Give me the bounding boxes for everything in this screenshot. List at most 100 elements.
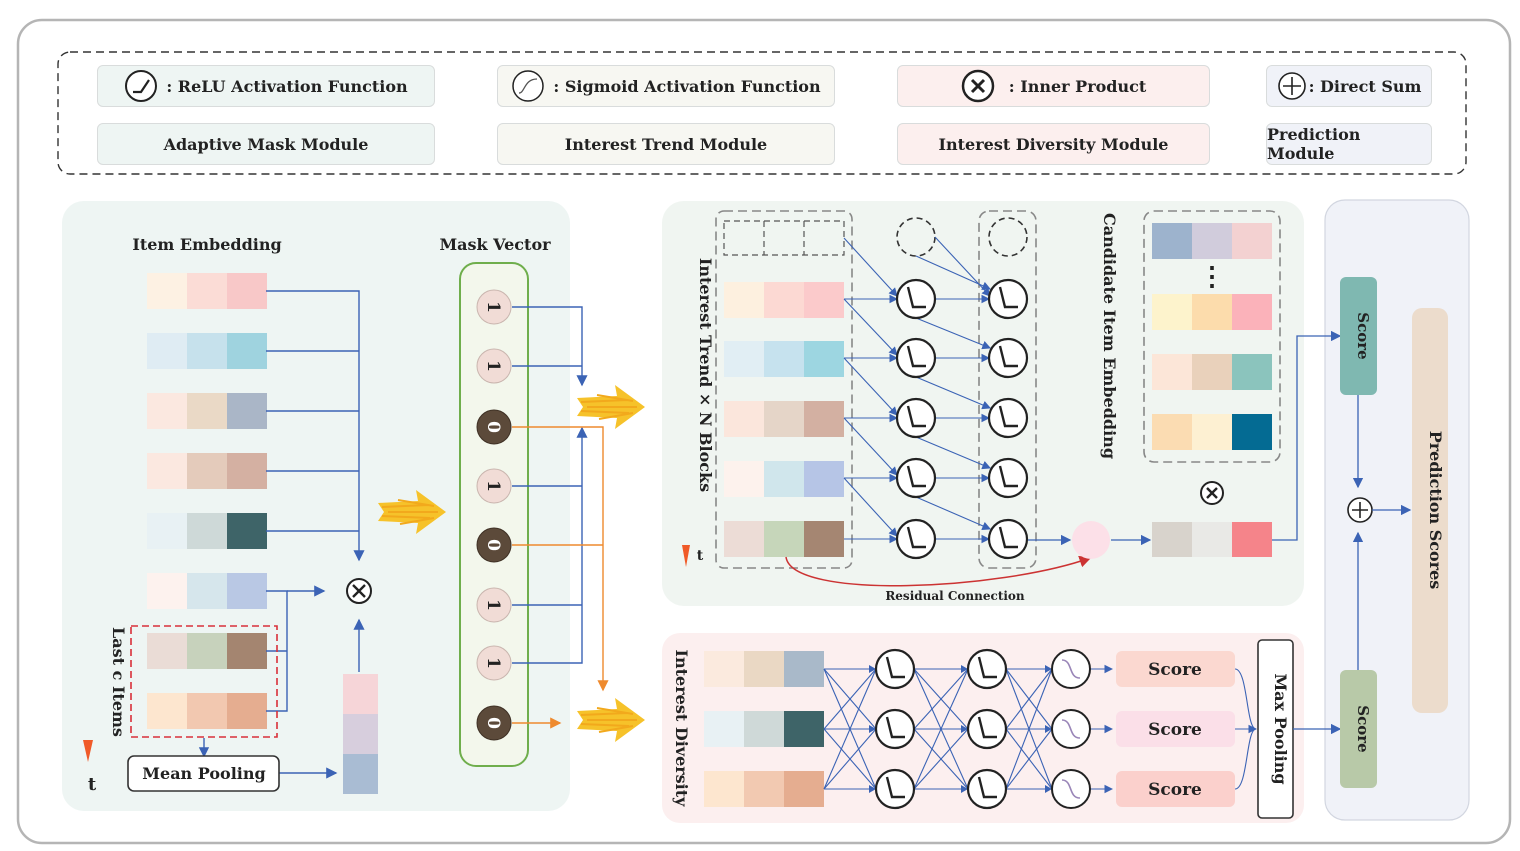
embedding-cell	[227, 633, 267, 669]
prediction-scores-box	[1412, 308, 1448, 713]
trend-score-box	[1340, 277, 1377, 395]
embedding-cell	[764, 521, 804, 557]
mask-bit: 1	[476, 468, 512, 504]
embedding-cell	[1192, 294, 1232, 330]
trend-embeddings	[724, 282, 844, 557]
direct-sum-node	[1347, 497, 1373, 523]
embedding-cell	[147, 693, 187, 729]
embedding-cell	[1152, 522, 1192, 557]
relu-icon	[966, 708, 1008, 750]
embedding-cell	[1232, 223, 1272, 259]
mask-connectors	[512, 306, 609, 729]
diversity-connections	[823, 664, 1258, 794]
item-embedding-row	[147, 273, 267, 309]
embedding-cell	[147, 573, 187, 609]
embedding-cell	[227, 273, 267, 309]
item-embedding-row	[147, 393, 267, 429]
outer-frame	[16, 18, 1512, 845]
embedding-cell	[784, 771, 824, 807]
candidate-embedding-row	[1152, 354, 1272, 390]
mask-bit: 1	[476, 348, 512, 384]
trend-output-vector	[1152, 522, 1272, 557]
relu-icon	[124, 69, 158, 103]
interest-trend-label: Interest Trend × N Blocks	[696, 258, 715, 492]
item-embedding-row	[147, 693, 267, 729]
embedding-cell	[147, 333, 187, 369]
trend-embedding-row	[724, 401, 844, 437]
item-embedding-row	[147, 513, 267, 549]
mask-vector-box	[459, 262, 529, 767]
embedding-cell	[724, 461, 764, 497]
item-embedding-row	[147, 573, 267, 609]
relu-icon	[987, 518, 1029, 560]
mask-bit-value: 1	[483, 480, 503, 492]
yellow-arrow-icon	[576, 697, 646, 743]
embedding-cell	[187, 513, 227, 549]
embedding-cell	[187, 333, 227, 369]
embedding-cell	[804, 401, 844, 437]
score-label: Score	[1148, 720, 1202, 740]
embedding-cell	[764, 461, 804, 497]
trend-score-label: Score	[1354, 312, 1372, 359]
mask-bit-value: 1	[483, 360, 503, 372]
mask-bit-value: 1	[483, 599, 503, 611]
embedding-cell	[1152, 354, 1192, 390]
embedding-cell	[147, 633, 187, 669]
relu-icon	[895, 397, 937, 439]
relu-icon	[895, 278, 937, 320]
legend-relu-label: ReLU Activation Function	[177, 76, 408, 96]
embedding-cell	[1232, 522, 1272, 557]
pooled-vector	[343, 674, 378, 794]
embedding-cell	[147, 273, 187, 309]
legend-relu: : ReLU Activation Function	[97, 65, 435, 107]
embedding-cell	[804, 282, 844, 318]
embedding-cell	[804, 521, 844, 557]
mask-vector-title: Mask Vector	[439, 235, 551, 254]
relu-icon	[874, 768, 916, 810]
score-label: Score	[1148, 780, 1202, 800]
embedding-cell	[147, 513, 187, 549]
embedding-cell	[227, 333, 267, 369]
score-box	[1116, 651, 1235, 687]
residual-arrow	[785, 555, 1092, 587]
mask-bit-value: 0	[483, 539, 503, 551]
legend-prediction: Prediction Module	[1266, 123, 1432, 165]
legend-sigmoid: : Sigmoid Activation Function	[497, 65, 835, 107]
embedding-cell	[1192, 522, 1232, 557]
embedding-cell	[1192, 354, 1232, 390]
embedding-cell	[764, 401, 804, 437]
candidate-group	[1143, 210, 1281, 463]
embedding-cell	[804, 461, 844, 497]
mask-bit: 0	[476, 705, 512, 741]
mean-pooling-box	[127, 755, 280, 792]
embedding-cell	[744, 771, 784, 807]
embedding-cell	[704, 711, 744, 747]
embedding-cell	[187, 393, 227, 429]
max-pooling-label: Max Pooling	[1271, 673, 1290, 784]
item-embedding-row	[147, 633, 267, 669]
embedding-cell	[744, 651, 784, 687]
direct-sum-icon	[1277, 71, 1307, 101]
embedding-cell	[724, 401, 764, 437]
pooled-cell	[343, 714, 378, 754]
trend-to-score-arrow	[1272, 330, 1342, 541]
candidate-label: Candidate Item Embedding	[1100, 213, 1119, 459]
embedding-cell	[804, 341, 844, 377]
mask-bit-value: 0	[483, 717, 503, 729]
score-label: Score	[1148, 660, 1202, 680]
sigmoid-icon	[1051, 769, 1091, 809]
relu-icon	[874, 708, 916, 750]
embedding-cell	[744, 711, 784, 747]
candidate-embedding-row	[1152, 223, 1272, 259]
legend-adaptive-mask: Adaptive Mask Module	[97, 123, 435, 165]
trend-embedding-row	[724, 341, 844, 377]
pooled-cell	[343, 674, 378, 714]
embedding-cell	[1232, 294, 1272, 330]
sigmoid-icon	[511, 69, 545, 103]
embedding-cell	[187, 453, 227, 489]
embedding-cell	[724, 521, 764, 557]
inner-product-icon	[961, 69, 995, 103]
embedding-cell	[227, 513, 267, 549]
